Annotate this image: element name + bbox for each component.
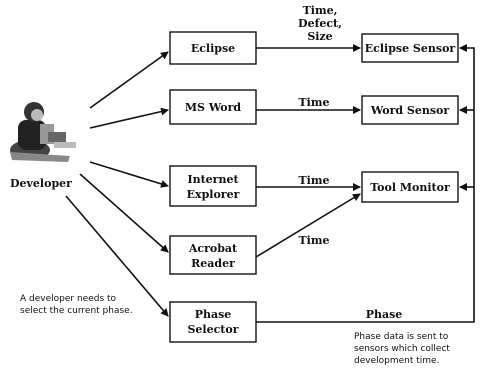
developer-note-line2: select the current phase. (20, 306, 133, 316)
edge-label-phase: Phase (366, 308, 403, 321)
developer-icon (10, 102, 76, 162)
tool-box-eclipse: Eclipse (169, 31, 257, 65)
tool-label-phase-line1: Phase (195, 308, 232, 321)
developer-to-acrobat-arrow (79, 173, 169, 253)
sensor-label-eclipse: Eclipse Sensor (365, 42, 456, 55)
tool-box-msword: MS Word (169, 89, 257, 125)
tool-label-msword: MS Word (185, 101, 242, 114)
phase-note-line1: Phase data is sent to (354, 332, 449, 342)
tool-label-phase-line2: Selector (187, 323, 238, 336)
phase-note-line2: sensors which collect (354, 344, 450, 354)
tool-label-acrobat-line1: Acrobat (188, 242, 238, 255)
developer-to-ie-arrow (89, 161, 169, 188)
edge-label-eclipse-3: Size (307, 30, 332, 43)
developer-note-line1: A developer needs to (20, 294, 117, 304)
tool-label-acrobat-line2: Reader (191, 257, 235, 270)
phase-note-line3: development time. (354, 356, 439, 366)
developer-to-msword-arrow (89, 107, 169, 129)
tool-box-phase: Phase Selector (169, 301, 257, 343)
edge-label-eclipse-2: Defect, (298, 17, 342, 30)
tool-label-eclipse: Eclipse (191, 42, 235, 55)
sensor-label-tool-monitor: Tool Monitor (370, 181, 450, 194)
acrobat-to-monitor-arrow (255, 193, 361, 258)
tool-label-ie-line2: Explorer (187, 188, 240, 201)
phase-feed-line (256, 44, 475, 323)
developer-label: Developer (10, 177, 72, 190)
tool-label-ie-line1: Internet (187, 173, 239, 186)
tool-box-acrobat: Acrobat Reader (169, 235, 257, 275)
edge-label-ie: Time (298, 174, 329, 187)
developer-to-eclipse-arrow (89, 51, 169, 109)
sensor-box-tool-monitor: Tool Monitor (361, 171, 459, 203)
edge-label-eclipse-1: Time, (303, 4, 338, 17)
sensor-box-eclipse: Eclipse Sensor (361, 33, 459, 63)
sensor-box-word: Word Sensor (361, 95, 459, 125)
developer-to-phase-arrow (65, 195, 169, 317)
edge-label-acrobat: Time (298, 234, 329, 247)
sensor-label-word: Word Sensor (370, 104, 450, 117)
edge-label-msword: Time (298, 96, 329, 109)
tool-box-ie: Internet Explorer (169, 165, 257, 207)
